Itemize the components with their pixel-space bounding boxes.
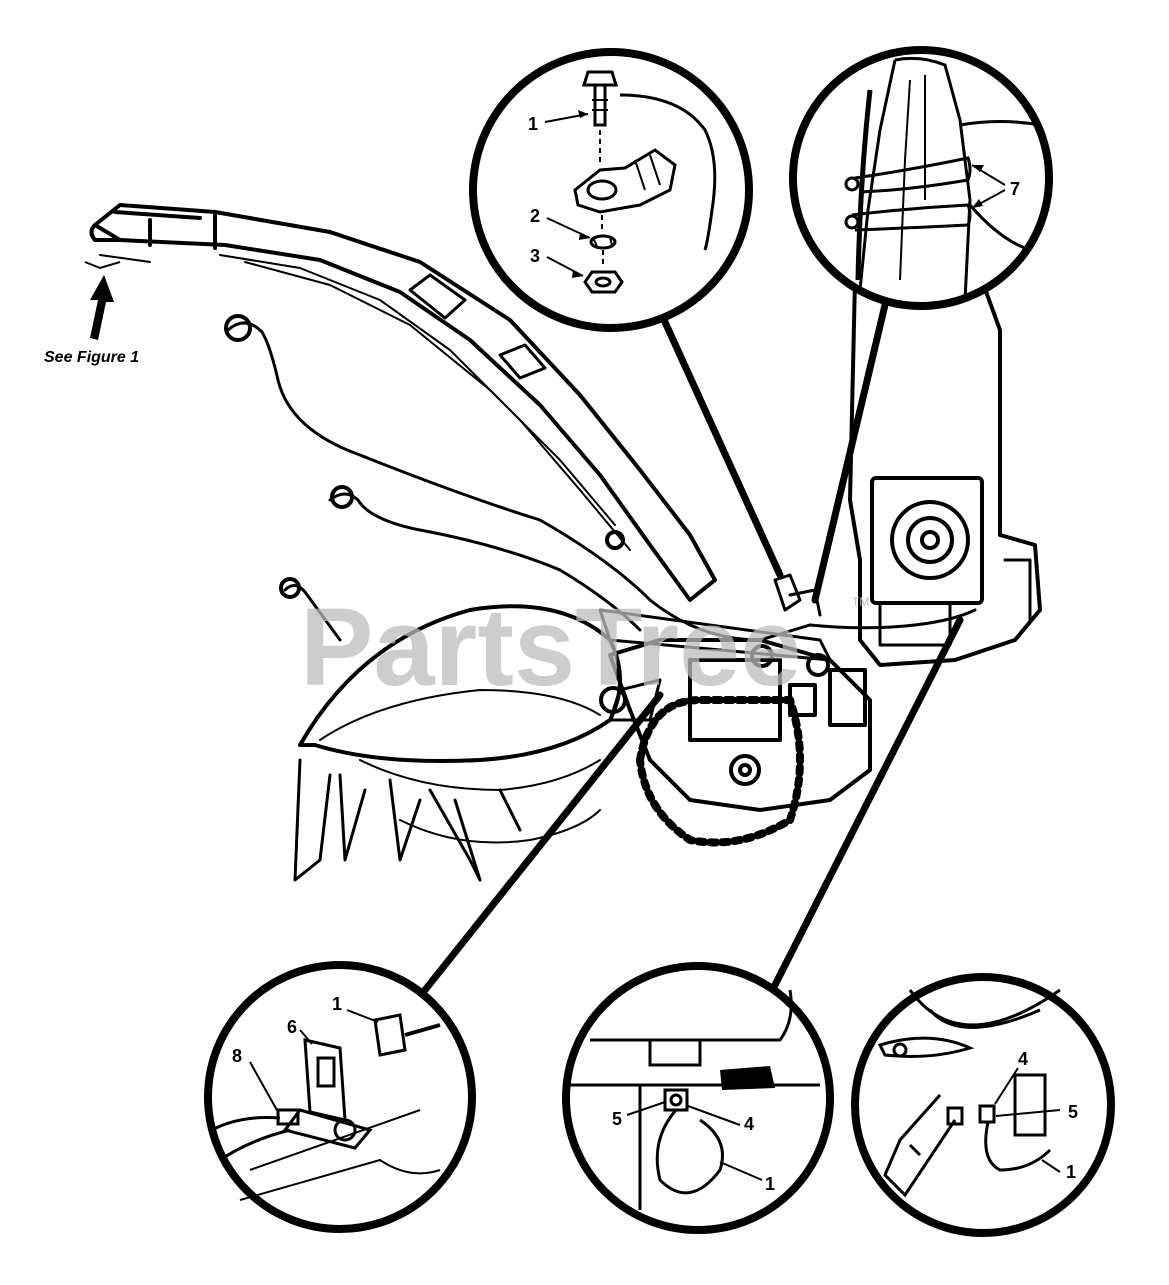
callout-5-bottom-right: 5 — [1068, 1102, 1078, 1122]
detail-circle-ground-terminal: 5 4 1 — [562, 962, 834, 1234]
drive-wheel — [636, 696, 804, 847]
callout-8: 8 — [232, 1046, 242, 1066]
watermark-trademark: TM — [852, 595, 869, 609]
switch-contact-icon — [946, 1073, 1047, 1137]
callout-1-bottom-middle: 1 — [765, 1174, 775, 1194]
transmission-housing — [608, 638, 872, 812]
detail-circle-cable-ties: 7 — [789, 46, 1053, 310]
detail-circle-switch-bracket: 1 6 8 — [204, 961, 476, 1233]
spark-plug-boot-icon — [720, 1066, 775, 1090]
callout-6: 6 — [287, 1017, 297, 1037]
detail-circle-fastener: 1 2 3 — [469, 48, 753, 332]
handlebar — [93, 203, 717, 602]
see-figure-label: See Figure 1 — [44, 349, 139, 366]
callout-1-bottom-right: 1 — [1066, 1162, 1076, 1182]
switch-connector-icon — [373, 1013, 441, 1057]
watermark-text: PartsTree — [300, 586, 801, 709]
callout-4-bottom-right: 4 — [1018, 1049, 1028, 1069]
engine-recoil-starter — [890, 500, 970, 580]
callout-2: 2 — [530, 206, 540, 226]
callout-5: 5 — [612, 1109, 622, 1129]
tines — [293, 758, 522, 882]
tine-hood — [298, 604, 622, 763]
callout-1: 1 — [528, 114, 538, 134]
ground-wire-icon — [655, 1109, 724, 1195]
callout-4: 4 — [744, 1114, 754, 1134]
nut-icon — [583, 270, 624, 294]
handlebar-tube-icon — [858, 56, 1041, 301]
control-cable-middle — [328, 492, 642, 632]
bolt-icon — [581, 70, 619, 127]
see-figure-arrow: See Figure 1 — [44, 261, 139, 366]
callout-1-bottom-left: 1 — [332, 994, 342, 1014]
control-cable-upper — [226, 321, 812, 642]
callout-7: 7 — [1010, 179, 1020, 199]
engine-cover-icon — [877, 988, 1061, 1058]
lock-washer-icon — [589, 234, 617, 250]
detail-circle-kill-switch: 4 5 1 — [851, 973, 1115, 1237]
switch-lever-icon — [883, 1094, 957, 1198]
callout-3: 3 — [530, 246, 540, 266]
engine-wire — [808, 608, 977, 630]
leader-lines — [421, 296, 964, 994]
watermark: PartsTree TM — [300, 586, 869, 709]
control-cable-lower — [283, 584, 342, 642]
engine-base-icon — [570, 989, 820, 1210]
bracket-icon — [573, 148, 677, 214]
wire-lead-icon — [211, 1108, 300, 1162]
